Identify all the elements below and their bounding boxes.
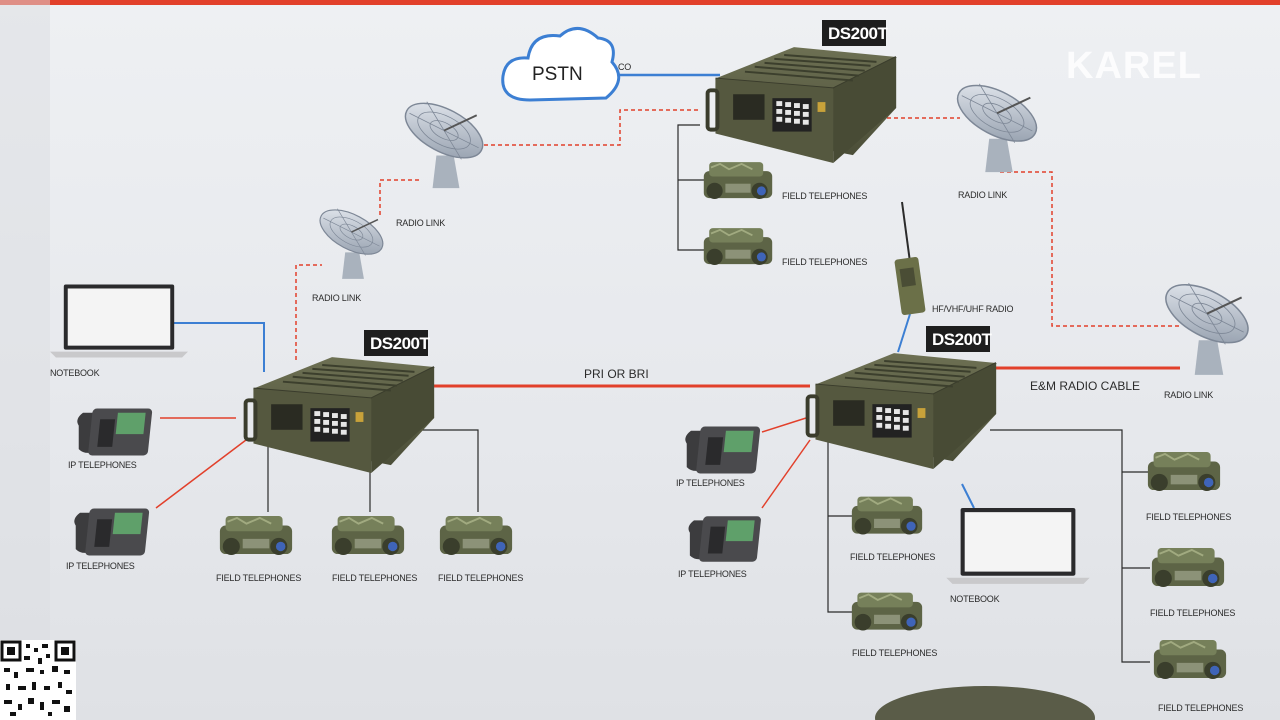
field-phones-label-3: FIELD TELEPHONES (216, 573, 301, 583)
field-phones-label-2: FIELD TELEPHONES (782, 257, 867, 267)
qr-code-icon (0, 640, 76, 720)
device-right-title: DS200T (932, 330, 992, 349)
field-phone-icon-5 (438, 515, 514, 557)
ip-phone-line-3 (761, 417, 807, 433)
radio-link-label-4: RADIO LINK (1164, 390, 1213, 400)
ip-phones-label-2: IP TELEPHONES (66, 561, 135, 571)
field-phone-icon-4 (330, 515, 406, 557)
device-top-title: DS200T (828, 24, 888, 43)
radio-link-line-left (295, 264, 322, 360)
em-cable-label: E&M RADIO CABLE (1030, 379, 1140, 393)
ip-phone-icon-1 (77, 408, 153, 456)
hf-radio-label: HF/VHF/UHF RADIO (932, 304, 1013, 314)
notebook-label-left: NOTEBOOK (50, 368, 100, 378)
notebook-left-line (172, 322, 265, 372)
left-shadow (0, 0, 50, 720)
hf-radio-line (897, 313, 911, 353)
radio-dish-icon-2 (314, 199, 391, 280)
radio-link-line-mid (379, 179, 420, 215)
ip-phone-line-4 (761, 439, 811, 509)
field-phones-label-8: FIELD TELEPHONES (1146, 512, 1231, 522)
radio-link-label-3: RADIO LINK (958, 190, 1007, 200)
field-phones-label-6: FIELD TELEPHONES (850, 552, 935, 562)
device-right: DS200T (805, 326, 999, 471)
ip-phones-label-1: IP TELEPHONES (68, 460, 137, 470)
co-label: CO (618, 62, 631, 72)
device-top: DS200T (705, 20, 899, 165)
radio-link-line-top (470, 109, 700, 146)
field-phones-label-7: FIELD TELEPHONES (852, 648, 937, 658)
ip-phone-icon-3 (685, 426, 761, 474)
field-phone-icon-3 (218, 515, 294, 557)
ip-phone-line-2 (155, 439, 247, 509)
notebook-right-line (961, 483, 975, 509)
notebook-icon-right (946, 508, 1090, 584)
hf-radio: HF/VHF/UHF RADIO (894, 201, 1014, 316)
field-phones-label-5: FIELD TELEPHONES (438, 573, 523, 583)
field-phones-label-1: FIELD TELEPHONES (782, 191, 867, 201)
radio-dish-icon-3 (950, 72, 1047, 174)
ip-phones-label-3: IP TELEPHONES (676, 478, 745, 488)
ip-phone-icon-4 (688, 516, 762, 562)
field-phone-icon-8 (1146, 451, 1222, 493)
device-left-title: DS200T (370, 334, 430, 353)
radio-link-label-2: RADIO LINK (312, 293, 361, 303)
radio-dish-icon-1 (398, 96, 493, 190)
field-phones-label-9: FIELD TELEPHONES (1150, 608, 1235, 618)
field-phones-label-4: FIELD TELEPHONES (332, 573, 417, 583)
field-phone-icon-1 (702, 161, 774, 200)
field-phone-icon-9 (1150, 547, 1226, 589)
device-left: DS200T (243, 330, 437, 475)
notebook-icon-left (50, 284, 188, 358)
field-phone-icon-6 (850, 495, 924, 536)
foreground-object (875, 686, 1095, 720)
pstn-label: PSTN (532, 64, 583, 85)
ip-phones-label-4: IP TELEPHONES (678, 569, 747, 579)
field-phone-icon-7 (850, 591, 924, 632)
ip-phone-icon-2 (74, 508, 150, 556)
field-phone-icon-2 (702, 227, 774, 266)
radio-link-label-1: RADIO LINK (396, 218, 445, 228)
pstn-cloud: PSTN CO (501, 27, 631, 102)
radio-link-line-far-right (1000, 171, 1180, 327)
field-phone-icon-10 (1152, 639, 1228, 681)
radio-dish-icon-4 (1158, 272, 1259, 377)
connection-lines (155, 73, 1180, 663)
notebook-label-right: NOTEBOOK (950, 594, 1000, 604)
field-phones-label-10: FIELD TELEPHONES (1158, 703, 1243, 713)
top-accent-bar (0, 0, 1280, 5)
karel-logo: KAREL (1066, 45, 1202, 87)
pri-bri-label: PRI OR BRI (584, 367, 649, 381)
